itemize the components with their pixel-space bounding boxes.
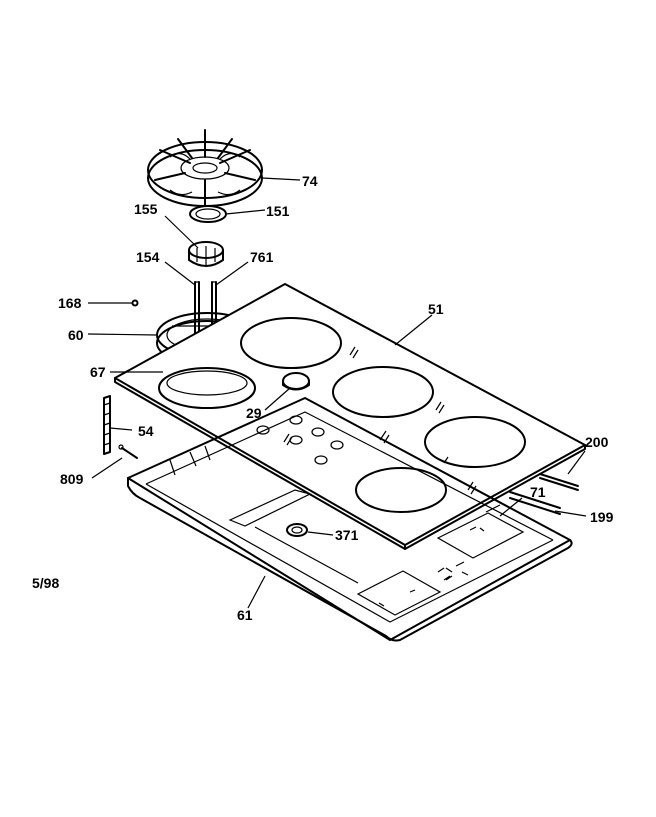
control-knob bbox=[282, 372, 310, 391]
callout-371: 371 bbox=[335, 527, 359, 543]
bottom-pan bbox=[127, 397, 579, 642]
callout-200: 200 bbox=[585, 434, 609, 450]
callout-61: 61 bbox=[237, 607, 253, 623]
burner-grate bbox=[147, 129, 263, 207]
callout-71: 71 bbox=[530, 484, 546, 500]
callout-74: 74 bbox=[302, 173, 318, 189]
callout-761: 761 bbox=[250, 249, 274, 265]
screw-809 bbox=[118, 444, 138, 459]
screw-168 bbox=[131, 299, 139, 307]
glass-cooktop bbox=[114, 283, 586, 550]
callout-809: 809 bbox=[60, 471, 84, 487]
leader-lines bbox=[87, 177, 587, 609]
callout-labels: 74 155 151 154 761 168 51 60 67 29 54 20… bbox=[32, 173, 614, 623]
igniter-electrodes bbox=[194, 281, 217, 301]
callout-60: 60 bbox=[68, 327, 84, 343]
callout-155: 155 bbox=[134, 201, 158, 217]
callout-151: 151 bbox=[266, 203, 290, 219]
date-code: 5/98 bbox=[32, 575, 59, 591]
callout-168: 168 bbox=[58, 295, 82, 311]
callout-29: 29 bbox=[246, 405, 262, 421]
callout-54: 54 bbox=[138, 423, 154, 439]
callout-199: 199 bbox=[590, 509, 614, 525]
callout-154: 154 bbox=[136, 249, 160, 265]
callout-67: 67 bbox=[90, 364, 106, 380]
burner-head bbox=[188, 241, 224, 267]
side-bracket bbox=[103, 395, 111, 455]
callout-51: 51 bbox=[428, 301, 444, 317]
burner-ring bbox=[189, 205, 227, 223]
